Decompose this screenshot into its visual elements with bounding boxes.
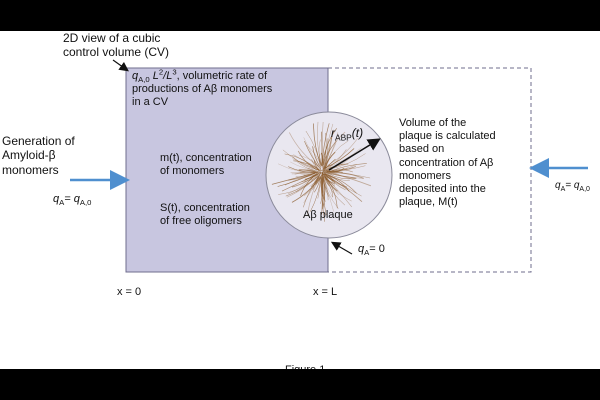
plaque-fiber <box>324 149 347 171</box>
plaque-fiber <box>324 178 330 187</box>
plaque-fiber <box>310 174 318 180</box>
plaque-fiber <box>322 160 329 172</box>
monomer-concentration-label: m(t), concentration of monomers <box>160 152 252 178</box>
plaque-fiber <box>322 165 366 172</box>
plaque-fiber <box>324 175 338 209</box>
plaque-fiber <box>288 166 320 173</box>
plaque-fiber <box>293 154 319 169</box>
flux-zero-pointer-arrow <box>330 241 353 255</box>
plaque-fiber <box>323 171 336 183</box>
flux-zero-label: qA= 0 <box>358 243 385 258</box>
plaque-fiber <box>295 172 315 178</box>
plaque-fiber <box>312 146 321 167</box>
plaque-fiber <box>325 170 335 172</box>
plaque-fiber <box>307 167 317 172</box>
plaque-fiber <box>327 172 357 180</box>
x-length-label: x = L <box>313 286 338 298</box>
plaque-fiber <box>321 171 326 209</box>
generation-label: Generation of Amyloid-β monomers <box>2 134 75 177</box>
bottom-letterbox-bar <box>0 369 600 400</box>
plaque-fiber <box>323 172 335 178</box>
plaque-fiber <box>329 171 372 187</box>
plaque-fiber <box>322 176 334 198</box>
plaque-fiber <box>288 132 319 167</box>
plaque-fiber <box>313 123 322 166</box>
plaque-fiber <box>327 167 345 173</box>
plaque-fiber <box>301 172 323 183</box>
production-rate-text: qA,0 L2/L3, volumetric rate of productio… <box>132 67 273 109</box>
plaque-fiber <box>303 171 318 176</box>
top-letterbox-bar <box>0 0 600 31</box>
flux-right-label: qA= qA,0 <box>555 180 590 193</box>
oligomer-concentration-label: S(t), concentration of free oligomers <box>160 202 250 228</box>
plaque-fiber <box>301 172 319 175</box>
plaque-fiber <box>329 163 367 172</box>
plaque-fiber <box>321 177 325 222</box>
cv-pointer-arrow <box>112 59 129 72</box>
plaque-fiber <box>322 173 357 194</box>
plaque-fiber <box>304 173 319 180</box>
plaque-fiber <box>322 173 336 185</box>
plaque-fiber <box>324 172 364 179</box>
plaque-fiber <box>291 176 321 203</box>
plaque-fiber <box>305 144 322 168</box>
plaque-fiber <box>297 150 320 171</box>
plaque-fiber <box>303 176 321 208</box>
flux-left-label: qA= qA,0 <box>53 193 92 208</box>
plaque-fiber <box>303 137 320 170</box>
plaque-fiber <box>323 173 339 182</box>
plaque-fiber <box>323 128 337 165</box>
plaque-fiber <box>311 165 321 172</box>
plaque-fiber <box>310 172 323 173</box>
plaque-label: Aβ plaque <box>303 209 353 221</box>
plaque-fiber <box>322 147 362 170</box>
plaque-fibers <box>271 121 372 222</box>
plaque-fiber <box>321 177 339 209</box>
cv-title: 2D view of a cubic control volume (CV) <box>63 31 170 60</box>
x-zero-label: x = 0 <box>117 286 142 298</box>
plaque-fiber <box>322 178 325 196</box>
plaque-fiber <box>312 178 320 191</box>
plaque-fiber <box>285 175 319 197</box>
plaque-fiber <box>322 171 364 179</box>
plaque-fiber <box>278 163 322 173</box>
plaque-fiber <box>298 169 321 173</box>
plaque-fiber <box>304 140 323 172</box>
radius-label: rABP(t) <box>331 126 364 143</box>
plaque-fiber <box>325 164 357 172</box>
plaque-fiber <box>282 149 316 169</box>
plaque-fiber <box>271 172 316 185</box>
plaque-fiber <box>284 153 318 172</box>
plaque-fiber <box>324 176 352 202</box>
plaque-fiber <box>318 139 323 165</box>
plaque-fiber <box>305 130 321 170</box>
plaque-fiber <box>321 178 324 207</box>
plaque-fiber <box>320 173 325 200</box>
plaque-fiber <box>294 171 319 175</box>
plaque-fiber <box>315 177 322 185</box>
plaque-fiber <box>288 172 316 181</box>
plaque-fiber <box>297 161 316 172</box>
plaque-volume-text: Volume of the plaque is calculated based… <box>399 117 496 209</box>
radius-arrow <box>328 138 381 171</box>
plaque-fiber <box>321 123 330 166</box>
plaque-fiber <box>324 138 358 168</box>
plaque-fiber <box>323 158 336 172</box>
plaque-fiber <box>322 131 346 172</box>
plaque-fiber <box>310 172 318 182</box>
plaque-fiber <box>323 175 334 212</box>
plaque-fiber <box>323 129 334 173</box>
plaque-fiber <box>317 121 323 167</box>
